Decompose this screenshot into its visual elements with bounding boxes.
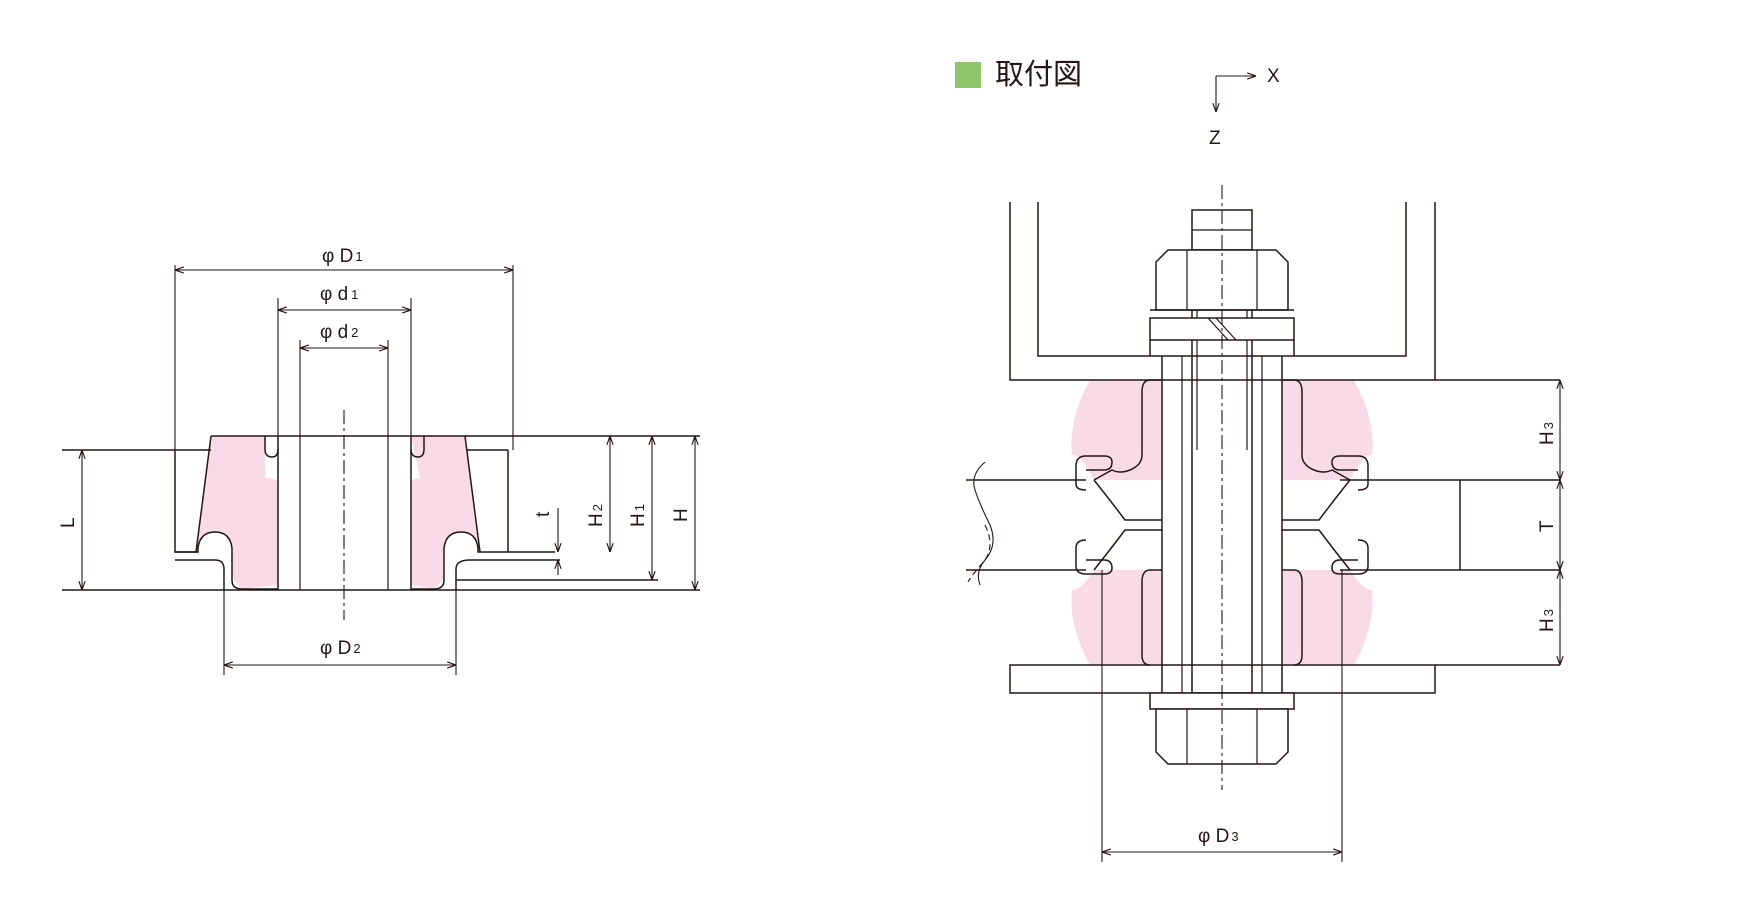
sleeve-inner-lines	[1181, 356, 1263, 693]
legend-title: 取付図	[995, 57, 1082, 91]
hook-left	[174, 450, 278, 590]
mount-rubber-upper-left	[1071, 380, 1162, 480]
mount-rubber-upper-right	[1282, 380, 1373, 480]
mount-hook-right	[1331, 455, 1369, 575]
label-H: H	[671, 508, 692, 522]
beam-right-lines	[1340, 479, 1560, 571]
mount-hook-left	[1075, 455, 1113, 575]
notch-left	[264, 436, 279, 458]
label-H2: H2	[586, 504, 607, 527]
d2-ext	[299, 340, 389, 436]
beam-break-dashed	[967, 524, 991, 583]
label-t: t	[533, 511, 554, 517]
label-H3-bot: H3	[1537, 609, 1558, 632]
mount-web-left	[1093, 479, 1162, 571]
axis-z-label: Z	[1209, 128, 1221, 149]
legend-swatch	[955, 62, 981, 88]
mount-rubber-outline-right	[1282, 379, 1351, 666]
sleeve-outer	[277, 436, 412, 590]
D3-ext	[1101, 570, 1343, 862]
axis-x-label: X	[1267, 66, 1280, 87]
plate-lines	[508, 551, 560, 561]
mount-rubber-outline-left	[1093, 379, 1162, 666]
lower-nut-faces	[1186, 709, 1258, 764]
sleeve-lines	[1161, 356, 1283, 693]
mount-web-right	[1282, 479, 1351, 571]
beam-break-solid	[973, 461, 994, 586]
mount-rubber-lower-left	[1071, 570, 1162, 665]
rubber-right	[411, 436, 480, 589]
split-washer-gap	[1207, 317, 1237, 341]
rubber-left	[196, 436, 278, 589]
label-H3-top: H3	[1537, 422, 1558, 445]
D1-ext	[174, 265, 514, 450]
label-T: T	[1537, 520, 1558, 532]
notch-right	[410, 436, 425, 458]
mount-rubber-lower-right	[1282, 570, 1373, 665]
label-L: L	[58, 517, 79, 528]
sleeve-inner	[299, 436, 389, 590]
label-H1: H1	[628, 504, 649, 527]
D2-ext	[223, 590, 457, 675]
hook-right-inner	[455, 559, 508, 590]
right-taper	[464, 435, 481, 553]
beam-left-lines	[966, 479, 1086, 571]
mounting-view: 取付図 X Z	[955, 57, 1560, 862]
left-taper	[195, 435, 212, 553]
d1-ext	[277, 298, 412, 436]
hook-right	[411, 450, 509, 590]
upper-nut-faces	[1186, 250, 1258, 310]
hook-left-inner	[175, 551, 225, 590]
